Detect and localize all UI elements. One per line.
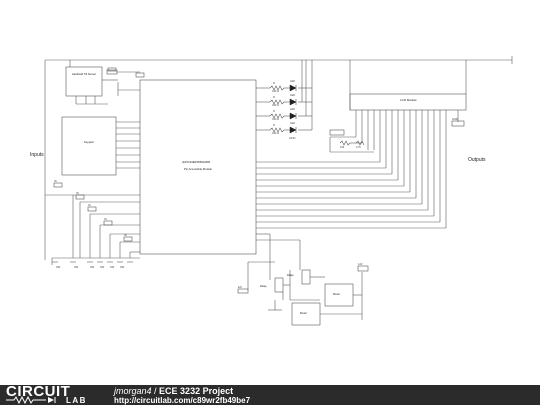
svg-text:SW: SW [74, 265, 79, 269]
svg-text:330 Ω: 330 Ω [272, 117, 279, 121]
circuitlab-logo[interactable]: CIRCUIT LAB [6, 383, 98, 405]
tilt-sensor-label: Handheld Tilt Sensor [72, 72, 96, 76]
mcu-label-line2: Pin Accessible Module [184, 167, 212, 171]
svg-text:GPIO: GPIO [289, 136, 296, 140]
mcu-label-line1: dsPIC33EP256MC806 [182, 160, 211, 164]
motor-label-2: Motor [300, 311, 307, 315]
tilt-sensor-box [65, 66, 103, 97]
inputs-label: Inputs [30, 152, 44, 158]
motor-label-1: Motor [333, 292, 340, 296]
project-title: jmorgan4 / ECE 3232 Project [114, 386, 233, 396]
relay-2 [301, 269, 311, 285]
relay-label-2: Relay [287, 273, 294, 277]
svg-text:330 Ω: 330 Ω [272, 89, 279, 93]
schematic-diagram: R R R R 330 Ω 330 Ω 330 Ω 330 Ω LED LED LED LED G… [30, 56, 513, 326]
project-url-link[interactable]: http://circuitlab.com/c89wr2fb49be7 [114, 396, 251, 405]
svg-text:SW: SW [100, 265, 105, 269]
svg-text:LED: LED [290, 93, 295, 97]
logo-text-top: CIRCUIT [6, 383, 71, 400]
lcd-box [349, 93, 467, 111]
svg-text:EN: EN [238, 285, 242, 289]
svg-text:R: R [273, 81, 275, 85]
svg-text:4.7k: 4.7k [356, 145, 362, 149]
svg-text:330 Ω: 330 Ω [272, 103, 279, 107]
waveform-icon [6, 396, 56, 404]
footer-bar: CIRCUIT LAB jmorgan4 / ECE 3232 Project … [0, 383, 540, 405]
svg-text:330 Ω: 330 Ω [272, 131, 279, 135]
relay-1 [274, 277, 284, 293]
schematic-canvas: R R R R 330 Ω 330 Ω 330 Ω 330 Ω LED LED LED LED G… [30, 56, 513, 326]
lcd-label: LCD Module [400, 98, 417, 102]
svg-text:SW: SW [90, 265, 95, 269]
svg-text:10k: 10k [340, 145, 345, 149]
svg-text:SW: SW [120, 265, 125, 269]
svg-text:R: R [273, 109, 275, 113]
svg-text:R: R [273, 95, 275, 99]
keypad-box [61, 116, 117, 176]
svg-text:LED: LED [290, 79, 295, 83]
svg-text:LED: LED [290, 107, 295, 111]
keypad-label: Keypad [84, 140, 94, 144]
svg-text:IN: IN [104, 217, 107, 221]
svg-text:SW: SW [110, 265, 115, 269]
author-name[interactable]: jmorgan4 [114, 386, 152, 396]
logo-text-bottom: LAB [66, 396, 87, 405]
svg-text:IN: IN [88, 203, 91, 207]
svg-text:IN: IN [76, 191, 79, 195]
title-separator: / [151, 386, 160, 396]
outputs-label: Outputs [468, 157, 486, 163]
svg-text:R: R [273, 123, 275, 127]
svg-text:SW: SW [56, 265, 61, 269]
svg-text:LED: LED [290, 121, 295, 125]
svg-text:IN: IN [124, 233, 127, 237]
relay-label-1: Relay [260, 284, 267, 288]
project-name: ECE 3232 Project [159, 386, 234, 396]
svg-text:GND: GND [452, 117, 458, 121]
svg-text:IN: IN [54, 179, 57, 183]
svg-text:12V: 12V [358, 262, 363, 266]
mcu-box [139, 79, 257, 255]
